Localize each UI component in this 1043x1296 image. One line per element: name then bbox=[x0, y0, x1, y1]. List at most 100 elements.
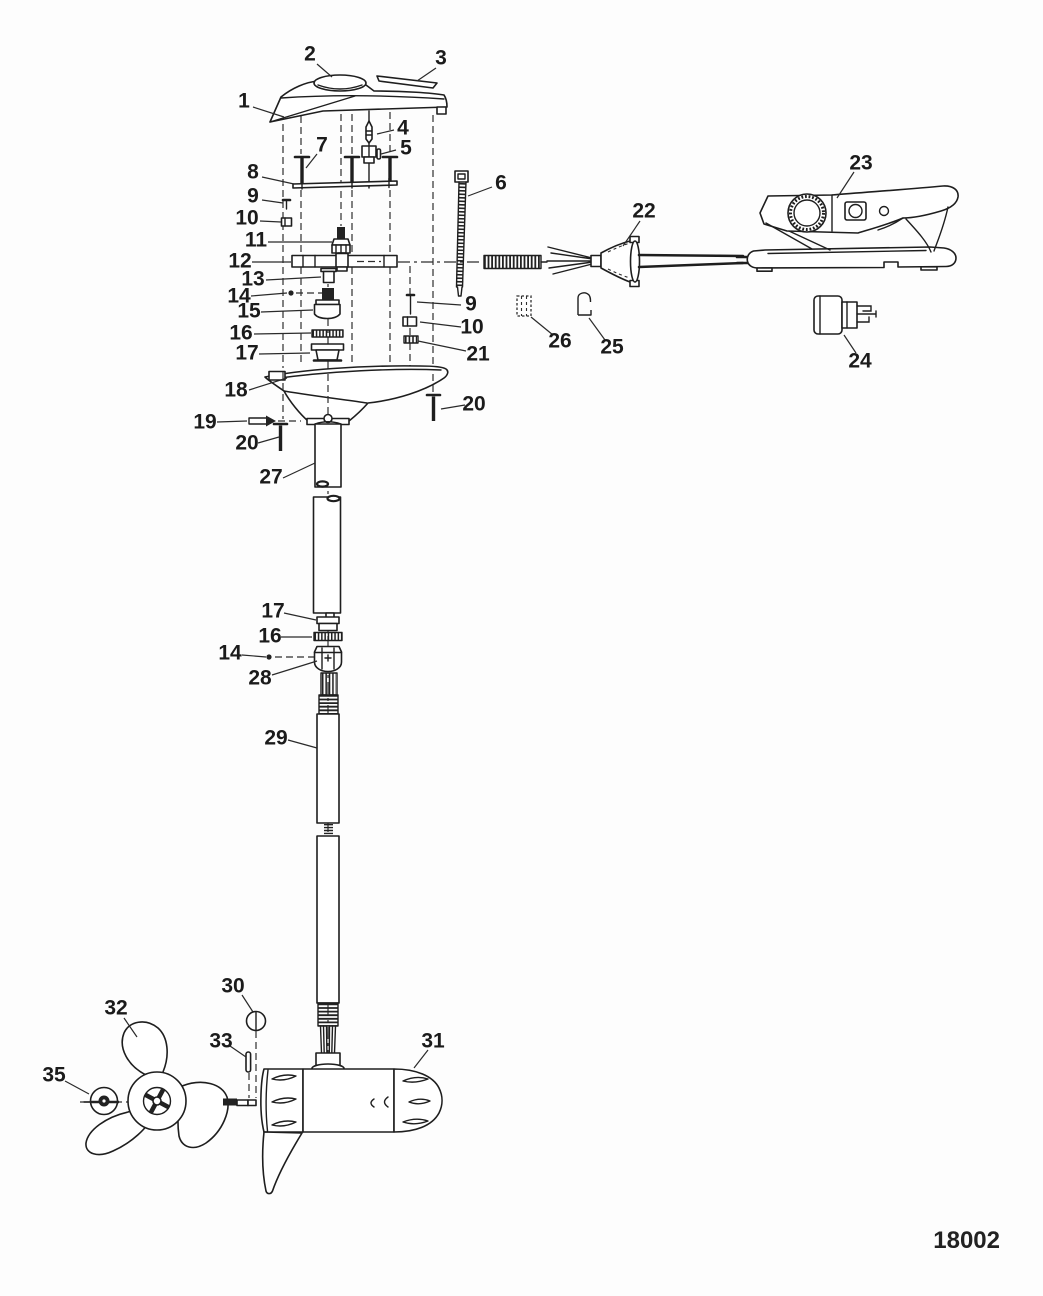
callout-10: 10 bbox=[419, 316, 484, 339]
callout-label: 1 bbox=[238, 90, 250, 113]
callout-label: 9 bbox=[247, 185, 259, 208]
end-cap-vents bbox=[271, 1074, 297, 1127]
nose-cone bbox=[393, 1068, 443, 1133]
spline-section bbox=[320, 672, 338, 696]
callout-5: 5 bbox=[380, 137, 412, 160]
part-35-prop-nut bbox=[83, 1086, 119, 1116]
callout-label: 26 bbox=[548, 330, 571, 353]
leader-line bbox=[241, 654, 267, 658]
part-27-upper-column bbox=[314, 421, 342, 488]
callout-label: 6 bbox=[495, 172, 507, 195]
callout-20: 20 bbox=[440, 393, 486, 416]
leader-line bbox=[265, 276, 322, 281]
part-7-screws bbox=[293, 155, 399, 184]
callout-21: 21 bbox=[417, 340, 490, 366]
callout-20: 20 bbox=[235, 432, 280, 455]
part-4-bulb bbox=[365, 120, 373, 144]
thread-section-lower bbox=[317, 1002, 339, 1027]
part-10-clip-right bbox=[402, 316, 418, 327]
leader-line bbox=[413, 1049, 429, 1069]
right-small-parts bbox=[402, 293, 419, 344]
part-29-lower-column bbox=[316, 713, 340, 1004]
callout-label: 9 bbox=[465, 293, 477, 316]
callout-6: 6 bbox=[467, 172, 507, 197]
callout-label: 7 bbox=[316, 134, 328, 157]
pedal-strut bbox=[905, 206, 949, 253]
callout-3: 3 bbox=[416, 47, 447, 82]
leader-line bbox=[287, 739, 318, 749]
leader-line bbox=[250, 292, 288, 297]
leader-line bbox=[252, 106, 285, 118]
callout-label: 31 bbox=[421, 1030, 445, 1053]
callout-label: 17 bbox=[235, 342, 258, 365]
part-8-plate bbox=[292, 180, 398, 189]
leader-line bbox=[416, 67, 437, 82]
cover-crease-line bbox=[280, 95, 445, 100]
skeg-fin bbox=[261, 1131, 303, 1195]
part-28-coupler bbox=[313, 645, 343, 673]
leader-line bbox=[440, 404, 466, 410]
motor-cable bbox=[483, 235, 745, 288]
callout-8: 8 bbox=[247, 161, 295, 185]
leader-line bbox=[257, 436, 280, 444]
dome-inner-arc bbox=[317, 84, 363, 90]
leader-line bbox=[253, 332, 312, 335]
nose-vents bbox=[402, 1076, 431, 1125]
callout-label: 24 bbox=[848, 350, 872, 373]
part-20-screw-right bbox=[425, 393, 442, 421]
callout-label: 2 bbox=[304, 43, 316, 66]
twin-cable bbox=[637, 253, 745, 269]
leader-line bbox=[588, 317, 606, 341]
callout-label: 12 bbox=[228, 250, 251, 273]
cover-beak-crease bbox=[269, 95, 356, 123]
callout-label: 4 bbox=[397, 117, 409, 140]
callout-label: 32 bbox=[104, 997, 127, 1020]
part-17-collar-lower bbox=[316, 616, 340, 632]
callout-33: 33 bbox=[209, 1030, 247, 1058]
callout-label: 30 bbox=[221, 975, 244, 998]
callout-16: 16 bbox=[258, 625, 312, 648]
center-housing-group bbox=[248, 365, 449, 488]
part-16-washer-lower bbox=[313, 631, 343, 642]
column-segment-2 bbox=[312, 494, 342, 619]
callout-label: 14 bbox=[218, 642, 242, 665]
leader-line bbox=[241, 994, 254, 1013]
shaft-group bbox=[266, 494, 345, 1074]
housing-inner-dashes bbox=[282, 372, 434, 421]
callout-label: 10 bbox=[235, 207, 258, 230]
callout-label: 14 bbox=[227, 285, 251, 308]
cable-pedal-group bbox=[454, 170, 959, 335]
part-11-potentiometer bbox=[331, 227, 351, 258]
callout-16: 16 bbox=[229, 322, 312, 345]
leader-line bbox=[271, 660, 318, 676]
callout-label: 10 bbox=[460, 316, 483, 339]
part-21-spacer bbox=[403, 335, 419, 344]
callout-label: 25 bbox=[600, 336, 624, 359]
leader-line bbox=[467, 186, 493, 197]
wire-fan bbox=[546, 246, 601, 275]
callout-32: 32 bbox=[104, 997, 138, 1038]
callout-31: 31 bbox=[413, 1030, 445, 1069]
leader-line bbox=[283, 612, 317, 621]
leader-line bbox=[64, 1080, 90, 1095]
callout-label: 16 bbox=[229, 322, 252, 345]
part-17-collar-upper bbox=[310, 343, 345, 362]
callout-14: 14 bbox=[218, 642, 267, 665]
steering-parts-group bbox=[280, 198, 419, 362]
callout-label: 5 bbox=[400, 137, 412, 160]
leader-line bbox=[316, 63, 333, 78]
callout-28: 28 bbox=[248, 660, 318, 690]
callout-13: 13 bbox=[241, 268, 322, 291]
part-3-rear-plate bbox=[376, 75, 438, 89]
leader-line bbox=[282, 462, 316, 479]
callout-23: 23 bbox=[836, 152, 873, 199]
pedal-hinge-lines bbox=[765, 222, 831, 251]
callout-label: 29 bbox=[264, 727, 287, 750]
callout-label: 13 bbox=[241, 268, 264, 291]
callout-label: 35 bbox=[42, 1064, 66, 1087]
callout-4: 4 bbox=[376, 117, 409, 140]
callout-label: 11 bbox=[245, 229, 268, 252]
leader-line bbox=[261, 199, 284, 204]
leader-line bbox=[419, 321, 462, 328]
leader-line bbox=[530, 316, 554, 336]
